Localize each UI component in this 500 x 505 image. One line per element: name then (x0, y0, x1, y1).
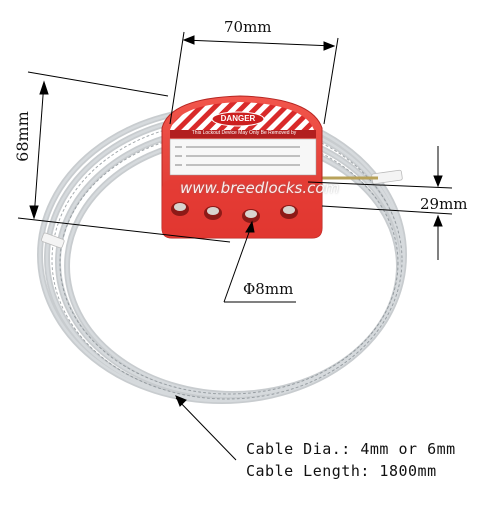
notice-strip (170, 130, 316, 138)
padlock-holes (171, 202, 298, 223)
brand-watermark: www.breedlocks.com (180, 179, 340, 197)
cable-length-spec: Cable Length: 1800mm (246, 462, 437, 480)
cable-diameter-spec: Cable Dia.: 4mm or 6mm (246, 440, 456, 458)
danger-tag-title: DANGER (220, 114, 256, 123)
danger-badge (211, 111, 265, 127)
hole-diameter-label: Φ8mm (243, 280, 294, 298)
lock-body (161, 95, 323, 239)
width-dimension-label: 70mm (224, 18, 272, 36)
height-dimension-label: 68mm (12, 111, 32, 162)
dimension-lines (17, 31, 453, 461)
depth-dimension-label: 29mm (420, 195, 468, 213)
cable-tie-left (41, 232, 65, 249)
write-on-label (169, 138, 317, 176)
tag-notice-text: This Lockout Device May Only Be Removed … (191, 130, 297, 136)
